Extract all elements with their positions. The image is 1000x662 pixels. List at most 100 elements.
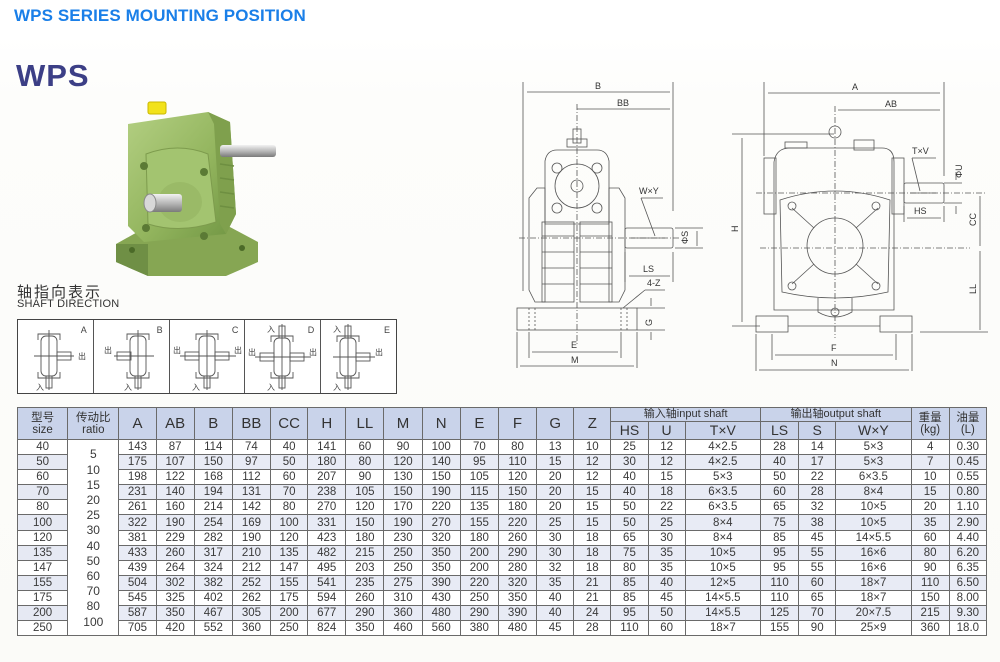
cell-ls: 95 [759,544,800,561]
cell-txv: 4×2.5 [684,438,761,456]
cell-a: 175 [118,454,157,471]
cell-ls: 155 [759,620,800,637]
cell-kg: 20 [910,499,950,516]
cell-n: 320 [421,529,461,546]
cell-ll: 180 [345,529,385,546]
cell-z: 21 [573,589,612,607]
cell-e: 115 [459,484,499,501]
svg-text:出: 出 [248,347,256,357]
cell-l: 0.55 [948,469,988,486]
svg-text:入: 入 [333,383,341,392]
cell-kg: 90 [910,559,950,576]
svg-text:出: 出 [309,347,317,357]
dim-label-a: A [852,82,858,92]
cell-s: 65 [798,589,837,607]
dim-label-g: G [644,319,654,326]
cell-ab: 302 [155,574,195,591]
cell-kg: 80 [910,544,950,561]
header-weight: 重量(kg) [910,407,950,440]
cell-f: 320 [497,574,538,591]
cell-wxy: 18×7 [835,574,912,591]
header-f: F [497,407,538,440]
cell-n: 350 [421,559,461,576]
cell-kg: 7 [910,454,950,471]
cell-m: 170 [383,499,423,516]
cell-hs: 50 [610,499,649,516]
cell-b: 150 [193,454,233,471]
cell-z: 15 [573,484,612,501]
cell-s: 22 [798,469,837,486]
cell-s: 60 [798,574,837,591]
cell-bb: 252 [231,574,272,591]
cell-kg: 60 [910,529,950,546]
dim-label-s: ΦS [680,231,690,244]
cell-g: 20 [536,484,575,501]
cell-n: 100 [421,438,461,456]
cell-z: 18 [573,544,612,561]
cell-kg: 15 [910,484,950,501]
shaft-diagram-a-icon: 出 入 [34,330,86,392]
page-heading: WPS SERIES MOUNTING POSITION [14,6,306,25]
cell-txv: 18×7 [684,620,761,637]
cell-ll: 60 [345,438,385,456]
cell-m: 190 [383,514,423,531]
cell-ls: 110 [759,589,800,607]
cell-hs: 30 [610,454,649,471]
front-view-drawing: A AB T×V ΦU HS CC LL H F N [730,82,988,371]
cell-bb: 169 [231,514,272,531]
cell-g: 20 [536,469,575,486]
cell-bb: 210 [231,544,272,561]
cell-h: 331 [307,514,347,531]
cell-ab: 264 [155,559,195,576]
cell-u: 12 [647,454,686,471]
cell-u: 12 [647,438,686,456]
cell-m: 460 [383,620,423,637]
cell-a: 705 [118,620,157,637]
cell-ab: 260 [155,544,195,561]
cell-h: 594 [307,589,347,607]
cell-e: 380 [459,620,499,637]
header-input-shaft: 输入轴input shaft [610,407,761,422]
cell-hs: 50 [610,514,649,531]
cell-bb: 112 [231,469,272,486]
svg-text:出: 出 [234,345,242,355]
cell-h: 207 [307,469,347,486]
cell-e: 290 [459,605,499,622]
cell-l: 6.20 [948,544,988,561]
cell-wxy: 25×9 [835,620,912,637]
cell-l: 0.45 [948,454,988,471]
cell-cc: 120 [270,529,309,546]
cell-wxy: 16×6 [835,544,912,561]
cell-bb: 212 [231,559,272,576]
size-cell: 147 [16,559,69,576]
cell-m: 310 [383,589,423,607]
cell-u: 18 [647,484,686,501]
cell-s: 14 [798,438,837,456]
cell-kg: 110 [910,574,950,591]
cell-n: 190 [421,484,461,501]
position-letter: A [80,325,87,335]
cell-ll: 105 [345,484,385,501]
header-z: Z [573,407,612,440]
cell-s: 70 [798,605,837,622]
header-m: M [383,407,423,440]
shaft-direction-title-en: SHAFT DIRECTION [17,298,120,310]
cell-bb: 142 [231,499,272,516]
cell-kg: 4 [910,438,950,456]
cell-l: 0.80 [948,484,988,501]
cell-m: 360 [383,605,423,622]
cell-u: 15 [647,469,686,486]
cell-f: 80 [497,438,538,456]
dim-label-m: M [571,355,579,365]
shaft-diagram-d-icon: 出 出 入 入 [248,324,317,392]
cell-u: 45 [647,589,686,607]
cell-g: 40 [536,589,575,607]
cell-e: 155 [459,514,499,531]
size-cell: 60 [16,469,69,486]
cell-kg: 215 [910,605,950,622]
cell-ls: 60 [759,484,800,501]
